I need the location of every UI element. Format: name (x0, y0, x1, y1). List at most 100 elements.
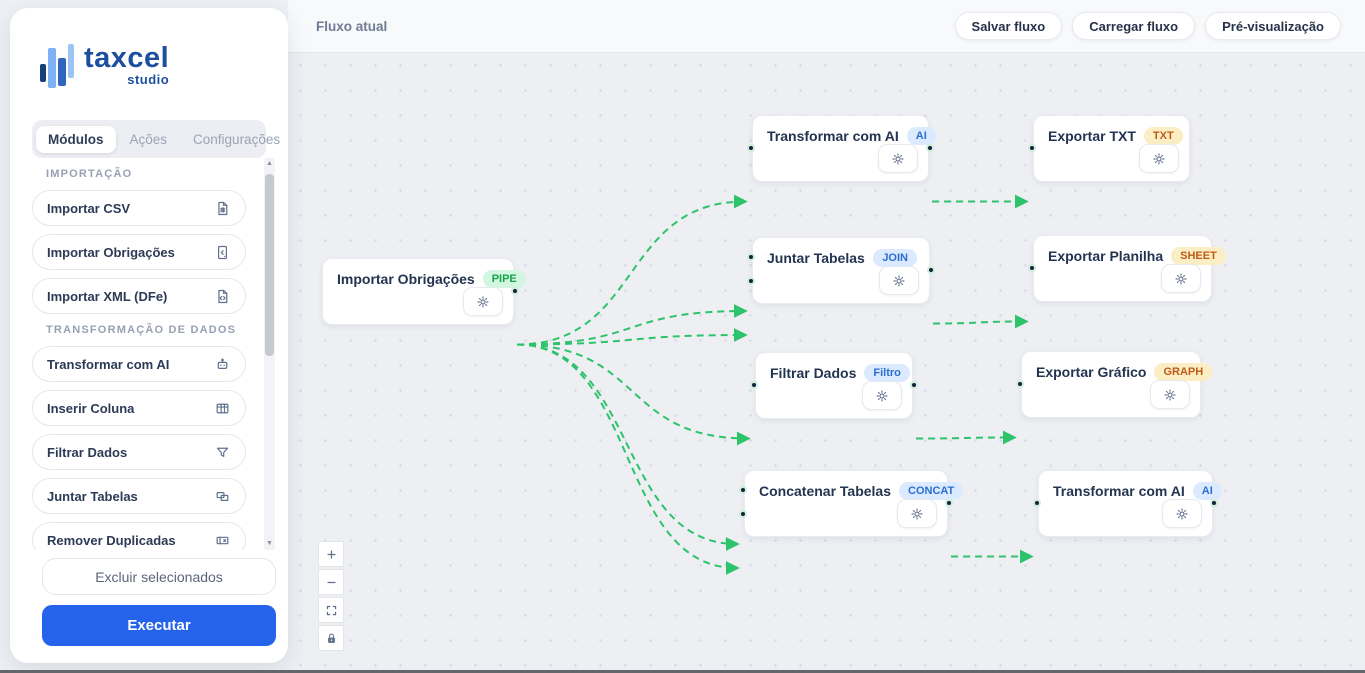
node-title: Transformar com AI (1053, 483, 1185, 499)
node-settings-button[interactable] (878, 144, 918, 173)
module-item-importar-xml-dfe[interactable]: Importar XML (DFe) (32, 278, 246, 314)
input-handle[interactable] (747, 253, 755, 261)
module-item-label: Importar XML (DFe) (47, 288, 168, 304)
node-settings-button[interactable] (897, 499, 937, 528)
delete-selected-button[interactable]: Excluir selecionados (42, 558, 276, 595)
fit-view-button[interactable] (318, 597, 344, 623)
zoom-out-icon (324, 575, 339, 590)
module-item-label: Transformar com AI (47, 356, 170, 372)
module-item-inserir-coluna[interactable]: Inserir Coluna (32, 390, 246, 426)
module-item-importar-obrigacoes[interactable]: Importar Obrigações (32, 234, 246, 270)
brand-subtitle: studio (127, 71, 170, 87)
input-handle[interactable] (750, 380, 758, 389)
file-spreadsheet-icon (214, 200, 231, 217)
scrollbar-down-icon[interactable]: ▼ (266, 540, 273, 547)
canvas-controls (318, 541, 344, 651)
pre-visualizacao-button[interactable]: Pré-visualização (1205, 12, 1341, 40)
input-handle[interactable] (739, 486, 747, 494)
flow-edge-pipe-to-filter (516, 343, 751, 446)
module-item-juntar-tabelas[interactable]: Juntar Tabelas (32, 478, 246, 514)
node-title: Importar Obrigações (337, 271, 475, 287)
module-item-remover-duplicadas[interactable]: Remover Duplicadas (32, 522, 246, 550)
node-type-badge: SHEET (1171, 247, 1226, 265)
brand-logo: taxcel studio (40, 40, 169, 88)
insert-column-icon (214, 400, 231, 417)
input-handle[interactable] (1016, 379, 1024, 388)
node-type-badge: GRAPH (1154, 363, 1213, 381)
salvar-fluxo-button[interactable]: Salvar fluxo (954, 12, 1063, 40)
node-settings-button[interactable] (862, 381, 902, 410)
input-handle[interactable] (1033, 498, 1041, 507)
node-title: Juntar Tabelas (767, 250, 865, 266)
tab-configuracoes[interactable]: Configurações (181, 126, 292, 153)
tab-acoes[interactable]: Ações (118, 126, 180, 153)
tab-modulos[interactable]: Módulos (36, 125, 116, 153)
flow-edge-pipe-to-concat (516, 343, 740, 575)
filter-icon (214, 444, 231, 461)
carregar-fluxo-button[interactable]: Carregar fluxo (1072, 12, 1196, 40)
execute-button[interactable]: Executar (42, 605, 276, 646)
fit-view-icon (324, 603, 339, 618)
zoom-out-button[interactable] (318, 569, 344, 595)
output-handle[interactable] (945, 498, 953, 507)
brand-name: taxcel (84, 41, 170, 74)
node-settings-button[interactable] (1139, 144, 1179, 173)
module-item-transformar-com-ai[interactable]: Transformar com AI (32, 346, 246, 382)
topbar-buttons: Salvar fluxo Carregar fluxo Pré-visualizaç… (954, 12, 1341, 40)
remove-duplicates-icon (214, 532, 231, 549)
module-list-scrollbar[interactable]: ▲ ▼ (264, 158, 275, 550)
node-settings-button[interactable] (463, 287, 503, 316)
node-type-badge: Filtro (864, 364, 910, 382)
input-handle[interactable] (747, 277, 755, 285)
module-item-label: Inserir Coluna (47, 400, 135, 416)
lock-button[interactable] (318, 625, 344, 651)
module-item-label: Filtrar Dados (47, 444, 128, 460)
module-item-label: Remover Duplicadas (47, 532, 176, 548)
output-handle[interactable] (1210, 498, 1218, 507)
scrollbar-up-icon[interactable]: ▲ (266, 160, 273, 167)
flow-node-ai-bottom[interactable]: Transformar com AI AI (1033, 470, 1222, 537)
flow-edge-pipe-to-join (516, 328, 748, 346)
output-handle[interactable] (910, 380, 918, 389)
module-item-importar-csv[interactable]: Importar CSV (32, 190, 246, 226)
node-type-badge: CONCAT (899, 482, 964, 500)
output-handle[interactable] (511, 286, 519, 295)
output-handle[interactable] (926, 143, 934, 152)
node-settings-button[interactable] (1162, 499, 1202, 528)
input-handle[interactable] (747, 143, 755, 152)
module-item-filtrar-dados[interactable]: Filtrar Dados (32, 434, 246, 470)
module-list: IMPORTAÇÃO Importar CSV Importar Obrigaçõe… (32, 158, 258, 550)
gear-icon (891, 273, 907, 289)
gear-icon (909, 506, 925, 522)
gear-icon (874, 388, 890, 404)
module-item-label: Juntar Tabelas (47, 488, 138, 504)
gear-icon (1162, 387, 1178, 403)
node-settings-button[interactable] (1161, 264, 1201, 293)
input-handle[interactable] (739, 510, 747, 518)
node-type-badge: AI (906, 127, 936, 145)
node-settings-button[interactable] (1150, 380, 1190, 409)
node-settings-button[interactable] (879, 266, 919, 295)
input-handle[interactable] (1028, 263, 1036, 272)
output-handle[interactable] (927, 265, 935, 274)
section-title-importacao: IMPORTAÇÃO (46, 168, 133, 180)
module-item-label: Importar CSV (47, 200, 131, 216)
scrollbar-thumb[interactable] (265, 174, 274, 356)
input-handle[interactable] (1028, 143, 1036, 152)
node-type-badge: AI (1192, 482, 1222, 500)
window-bottom-edge (0, 670, 1365, 673)
zoom-in-button[interactable] (318, 541, 344, 567)
